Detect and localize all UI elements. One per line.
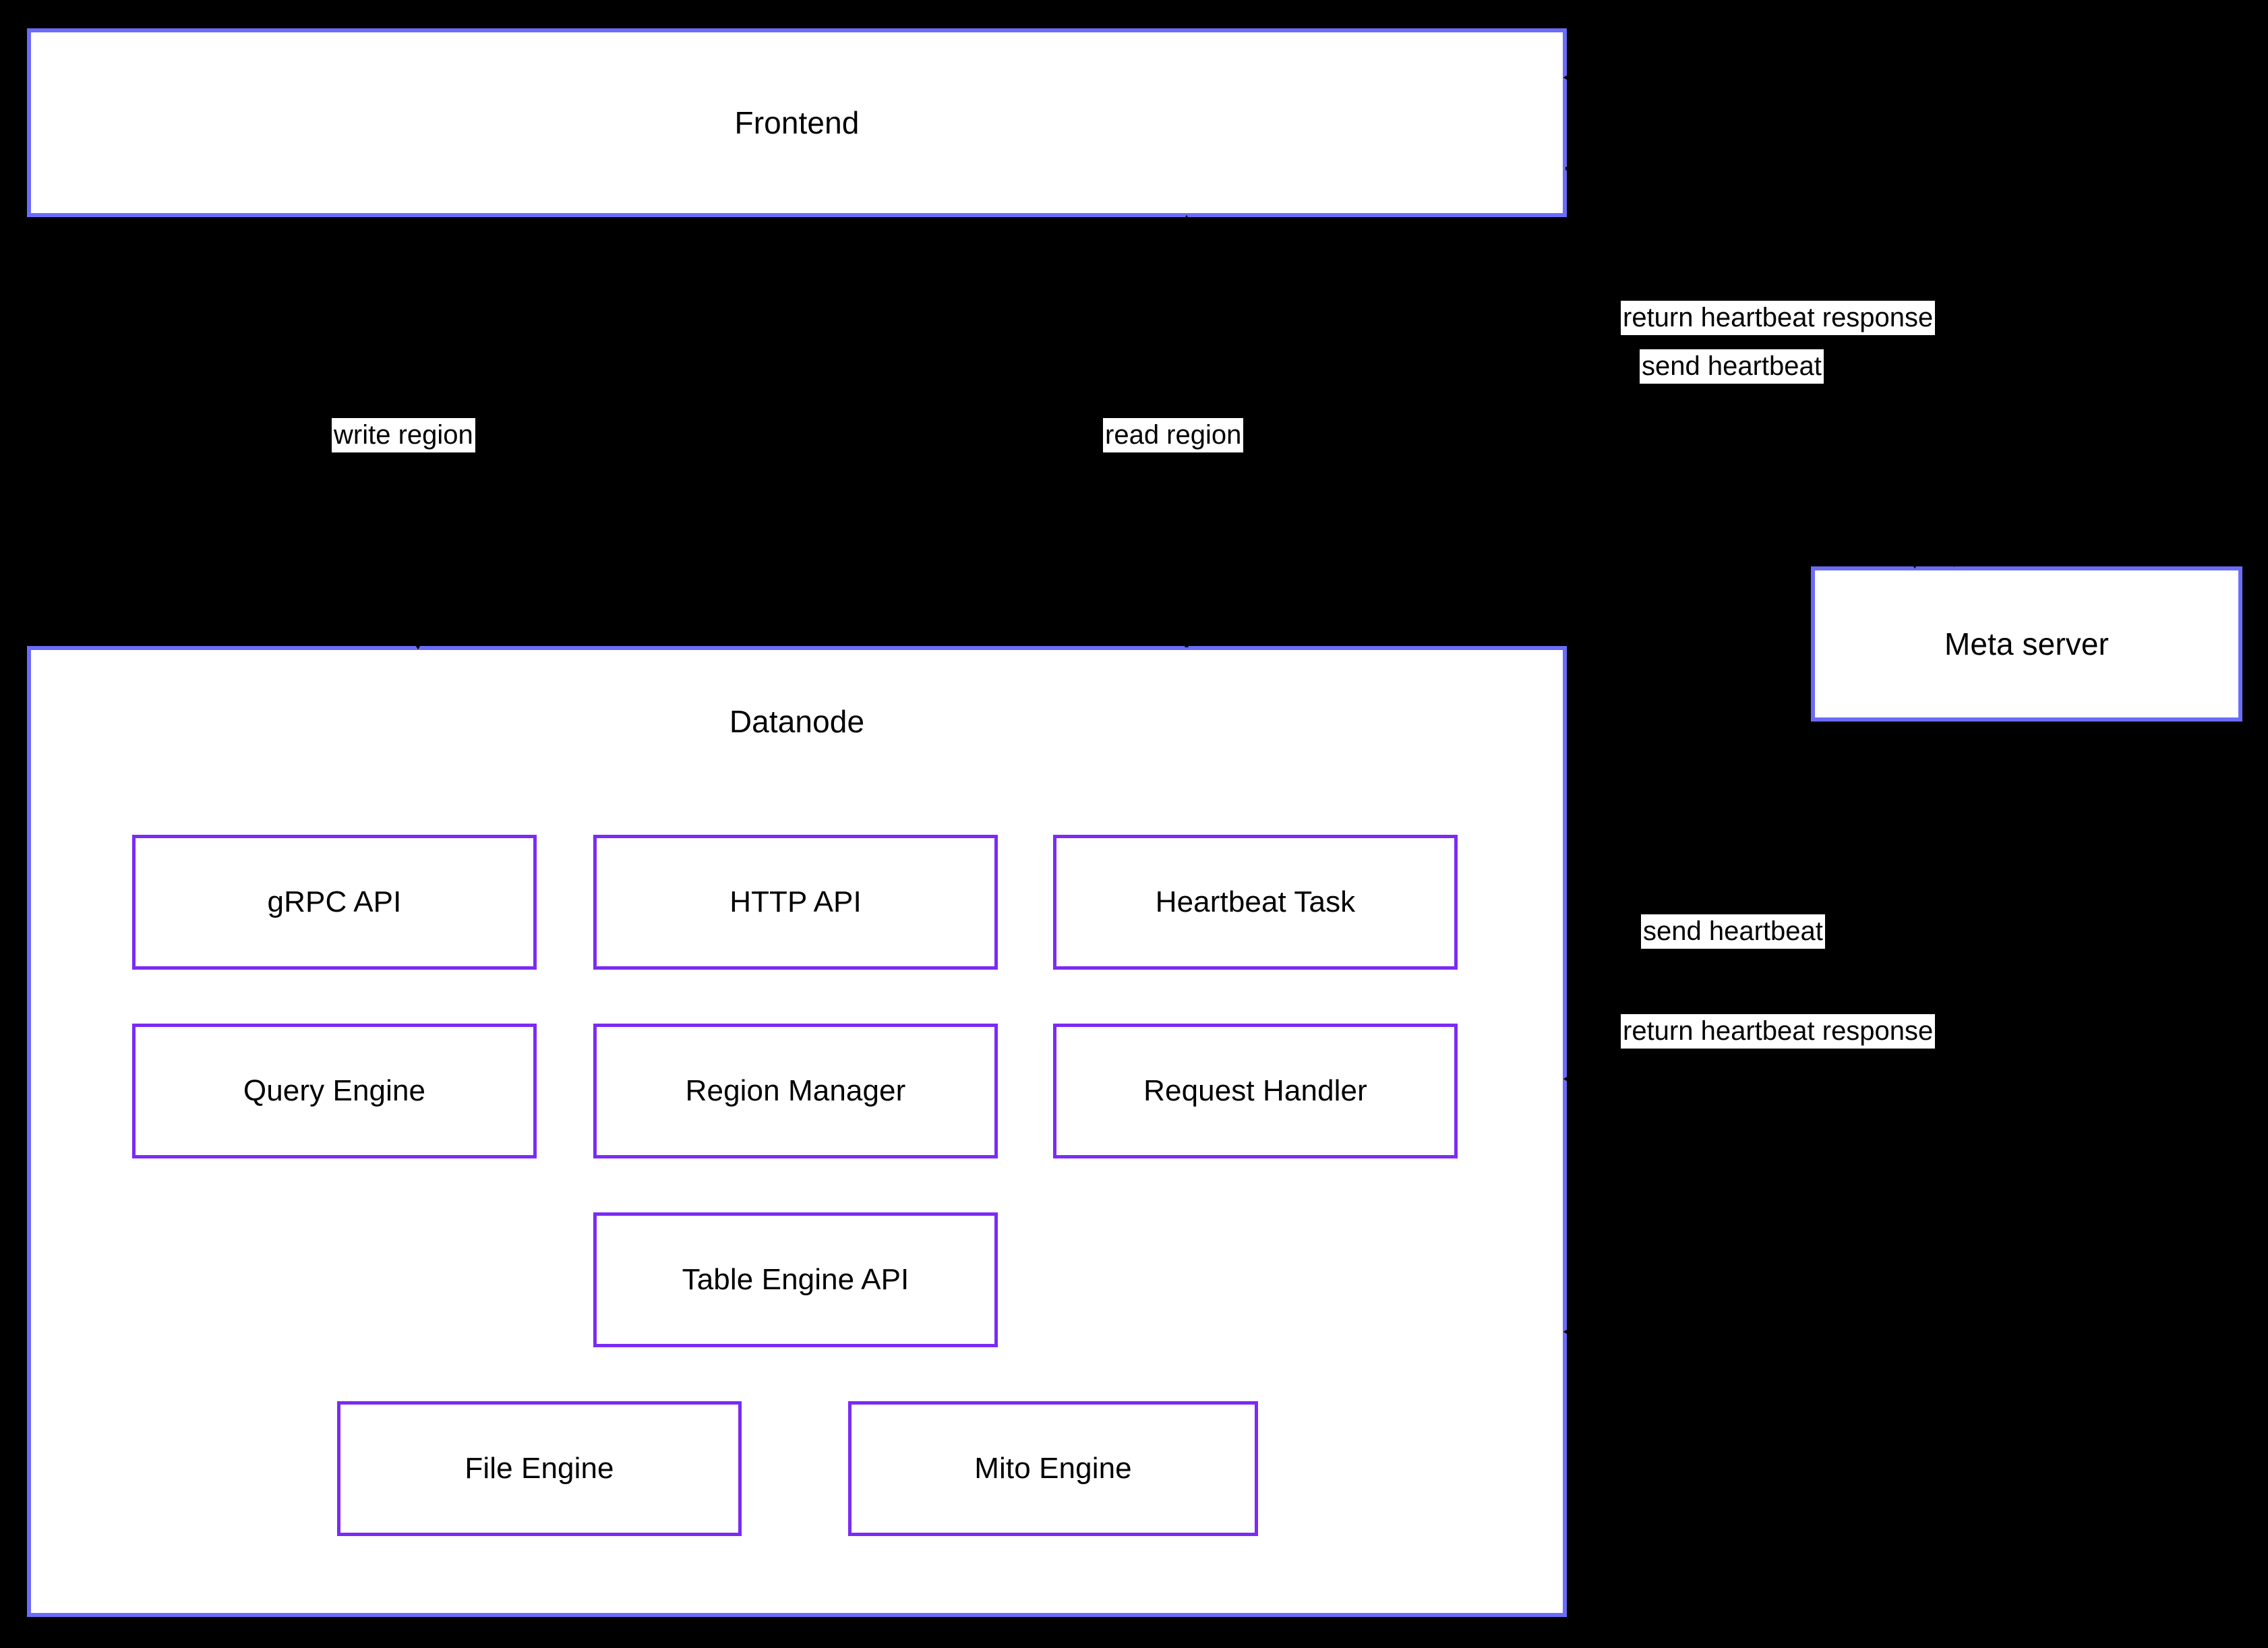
- node-file-engine[interactable]: File Engine: [337, 1401, 742, 1536]
- node-heartbeat-task-label: Heartbeat Task: [1155, 885, 1356, 918]
- edge-label-datanode-return-heartbeat-response: return heartbeat response: [1621, 1014, 1936, 1049]
- node-query-engine-label: Query Engine: [243, 1073, 426, 1107]
- node-http-api[interactable]: HTTP API: [593, 835, 998, 970]
- node-region-manager-label: Region Manager: [685, 1073, 906, 1107]
- edge-label-write-region: write region: [332, 418, 475, 453]
- node-frontend[interactable]: Frontend: [27, 28, 1567, 217]
- node-datanode-label: Datanode: [729, 704, 865, 739]
- node-frontend-label: Frontend: [734, 105, 860, 140]
- node-region-manager[interactable]: Region Manager: [593, 1024, 998, 1158]
- node-query-engine[interactable]: Query Engine: [132, 1024, 537, 1158]
- node-table-engine-api-label: Table Engine API: [682, 1262, 909, 1296]
- edge-label-meta-send-heartbeat: send heartbeat: [1640, 349, 1824, 384]
- node-meta-server-label: Meta server: [1944, 626, 2109, 661]
- edge-label-read-region: read region: [1103, 418, 1244, 453]
- node-table-engine-api[interactable]: Table Engine API: [593, 1212, 998, 1347]
- node-file-engine-label: File Engine: [465, 1451, 614, 1485]
- node-heartbeat-task[interactable]: Heartbeat Task: [1053, 835, 1458, 970]
- node-mito-engine-label: Mito Engine: [974, 1451, 1132, 1485]
- node-mito-engine[interactable]: Mito Engine: [848, 1401, 1258, 1536]
- node-grpc-api[interactable]: gRPC API: [132, 835, 537, 970]
- node-grpc-api-label: gRPC API: [267, 885, 402, 918]
- node-http-api-label: HTTP API: [729, 885, 862, 918]
- node-request-handler-label: Request Handler: [1143, 1073, 1367, 1107]
- edge-label-meta-return-heartbeat-response: return heartbeat response: [1621, 301, 1936, 336]
- edge-label-datamode-send-heartbeat: send heartbeat: [1641, 914, 1825, 949]
- node-meta-server[interactable]: Meta server: [1811, 566, 2242, 722]
- node-request-handler[interactable]: Request Handler: [1053, 1024, 1458, 1158]
